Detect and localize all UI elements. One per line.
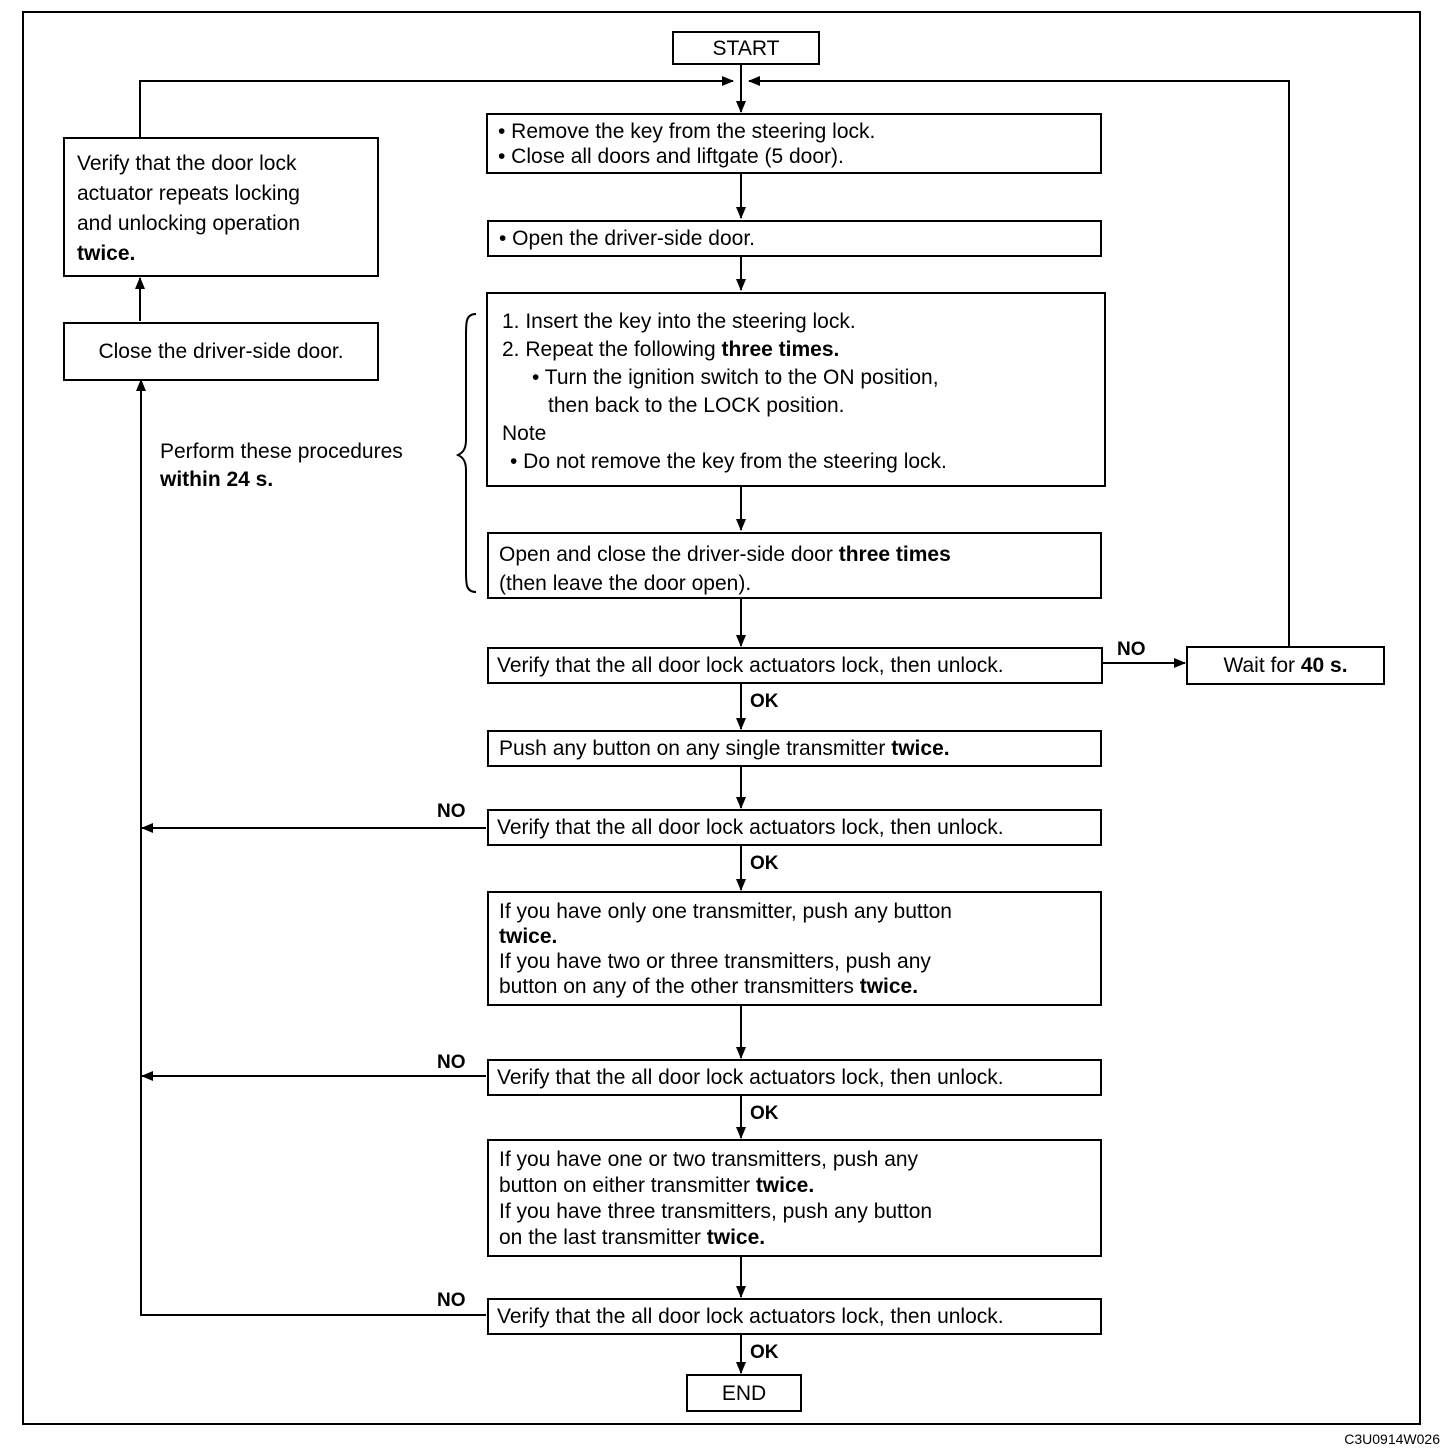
step-remove-key-line1: • Remove the key from the steering lock. — [498, 120, 876, 143]
step-insert-key-line2: 2. Repeat the following three times. — [502, 338, 840, 361]
verify-actuators-3: Verify that the all door lock actuators … — [487, 1059, 1102, 1096]
close-driver-door: Close the driver-side door. — [63, 322, 379, 381]
verify-repeat-twice-line2: actuator repeats locking — [77, 182, 300, 205]
verify-repeat-twice-line4: twice. — [77, 242, 136, 265]
loop-wait-back — [748, 76, 1290, 646]
step-open-door-text: • Open the driver-side door. — [499, 227, 755, 250]
step-push-other-line2: twice. — [499, 925, 558, 948]
wait-40s-text: Wait for 40 s. — [1223, 654, 1348, 677]
wait-40s: Wait for 40 s. — [1186, 646, 1385, 685]
ok-label-4: OK — [750, 1342, 779, 1363]
figure-code: C3U0914W026 — [1344, 1431, 1440, 1447]
step-insert-key-line3: • Turn the ignition switch to the ON pos… — [532, 366, 939, 389]
step-push-last-line1: If you have one or two transmitters, pus… — [499, 1148, 919, 1171]
step-push-other-line4: button on any of the other transmitters … — [499, 975, 919, 998]
verify-actuators-3-text: Verify that the all door lock actuators … — [497, 1066, 1004, 1089]
end-label: END — [721, 1381, 767, 1405]
step-push-other: If you have only one transmitter, push a… — [487, 891, 1102, 1006]
line-verify4-no — [136, 379, 486, 1316]
no-label-1: NO — [1117, 639, 1146, 660]
step-push-single: Push any button on any single transmitte… — [487, 730, 1102, 767]
verify-actuators-1-text: Verify that the all door lock actuators … — [497, 654, 1004, 677]
brace — [455, 313, 477, 593]
ok-label-3: OK — [750, 1103, 779, 1124]
verify-repeat-twice-line1: Verify that the door lock — [77, 152, 297, 175]
step-push-other-line1: If you have only one transmitter, push a… — [499, 900, 952, 923]
step-push-last: If you have one or two transmitters, pus… — [487, 1139, 1102, 1257]
perform-within-note: Perform these procedures within 24 s. — [160, 438, 403, 494]
step-remove-key: • Remove the key from the steering lock.… — [486, 113, 1102, 174]
step-push-other-line3: If you have two or three transmitters, p… — [499, 950, 931, 973]
step-push-single-text: Push any button on any single transmitte… — [499, 737, 950, 760]
step-push-last-line3: If you have three transmitters, push any… — [499, 1200, 933, 1223]
perform-within-line1: Perform these procedures — [160, 440, 403, 463]
verify-actuators-4: Verify that the all door lock actuators … — [487, 1298, 1102, 1335]
ok-label-2: OK — [750, 853, 779, 874]
step-insert-key-line4: then back to the LOCK position. — [548, 394, 845, 417]
step-open-close-door-line1: Open and close the driver-side door thre… — [499, 543, 951, 566]
verify-actuators-1: Verify that the all door lock actuators … — [487, 647, 1103, 684]
step-push-last-line2: button on either transmitter twice. — [499, 1174, 815, 1197]
no-label-3: NO — [437, 1052, 466, 1073]
no-label-2: NO — [437, 801, 466, 822]
start-label: START — [712, 36, 780, 60]
step-remove-key-line2: • Close all doors and liftgate (5 door). — [498, 145, 844, 168]
verify-repeat-twice-line3: and unlocking operation — [77, 212, 301, 235]
verify-actuators-4-text: Verify that the all door lock actuators … — [497, 1305, 1004, 1328]
diagram-frame — [22, 11, 1421, 1425]
verify-actuators-2: Verify that the all door lock actuators … — [487, 809, 1102, 846]
step-open-door: • Open the driver-side door. — [487, 220, 1102, 257]
loop-verify-twice-back — [139, 76, 734, 137]
step-open-close-door: Open and close the driver-side door thre… — [487, 532, 1102, 599]
ok-label-1: OK — [750, 691, 779, 712]
start-terminal: START — [672, 31, 820, 65]
step-insert-key: 1. Insert the key into the steering lock… — [486, 292, 1106, 487]
step-push-last-line4: on the last transmitter twice. — [499, 1226, 766, 1249]
verify-actuators-2-text: Verify that the all door lock actuators … — [497, 816, 1004, 839]
verify-repeat-twice: Verify that the door lock actuator repea… — [63, 137, 379, 277]
no-label-4: NO — [437, 1290, 466, 1311]
step-open-close-door-line2: (then leave the door open). — [499, 572, 752, 595]
step-insert-key-note: Note — [502, 422, 547, 445]
close-driver-door-text: Close the driver-side door. — [98, 340, 344, 363]
step-insert-key-line6: • Do not remove the key from the steerin… — [510, 450, 947, 473]
end-terminal: END — [686, 1374, 802, 1412]
step-insert-key-line1: 1. Insert the key into the steering lock… — [502, 310, 856, 333]
perform-within-line2: within 24 s. — [160, 468, 274, 491]
